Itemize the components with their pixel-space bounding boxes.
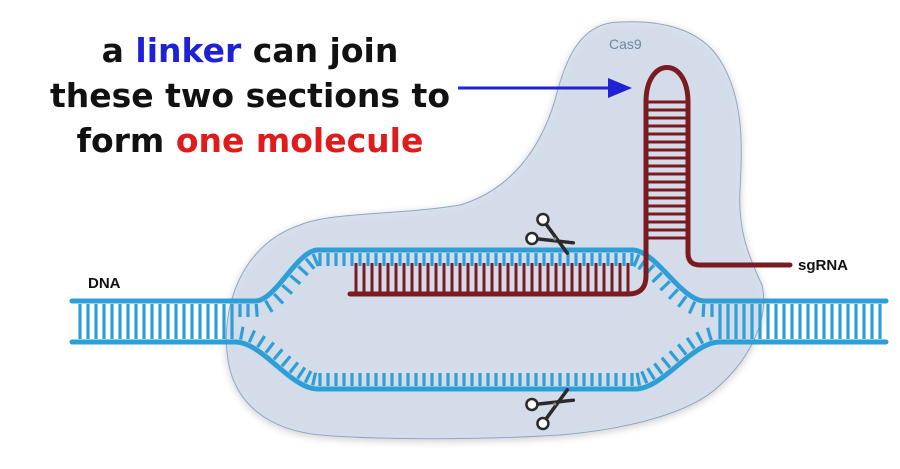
dna-label: DNA <box>88 275 121 292</box>
caption-line-1: a linker can join <box>40 28 460 73</box>
pointer-arrow <box>458 78 632 98</box>
caption-line-3: form one molecule <box>40 118 460 163</box>
caption-highlight-linker: linker <box>135 31 242 70</box>
sgrna-label: sgRNA <box>798 257 849 274</box>
caption-text: a <box>101 31 136 70</box>
scissors-icon <box>525 388 576 431</box>
caption: a linker can join these two sections to … <box>40 28 460 163</box>
cas9-label: Cas9 <box>609 36 642 52</box>
caption-line-2: these two sections to <box>50 76 450 115</box>
scissors-icon <box>525 212 576 255</box>
caption-text: form <box>76 121 176 160</box>
caption-text: can join <box>241 31 399 70</box>
dna-double-helix <box>69 247 889 392</box>
caption-highlight-molecule: one molecule <box>175 121 424 160</box>
sgrna-molecule <box>347 65 793 297</box>
